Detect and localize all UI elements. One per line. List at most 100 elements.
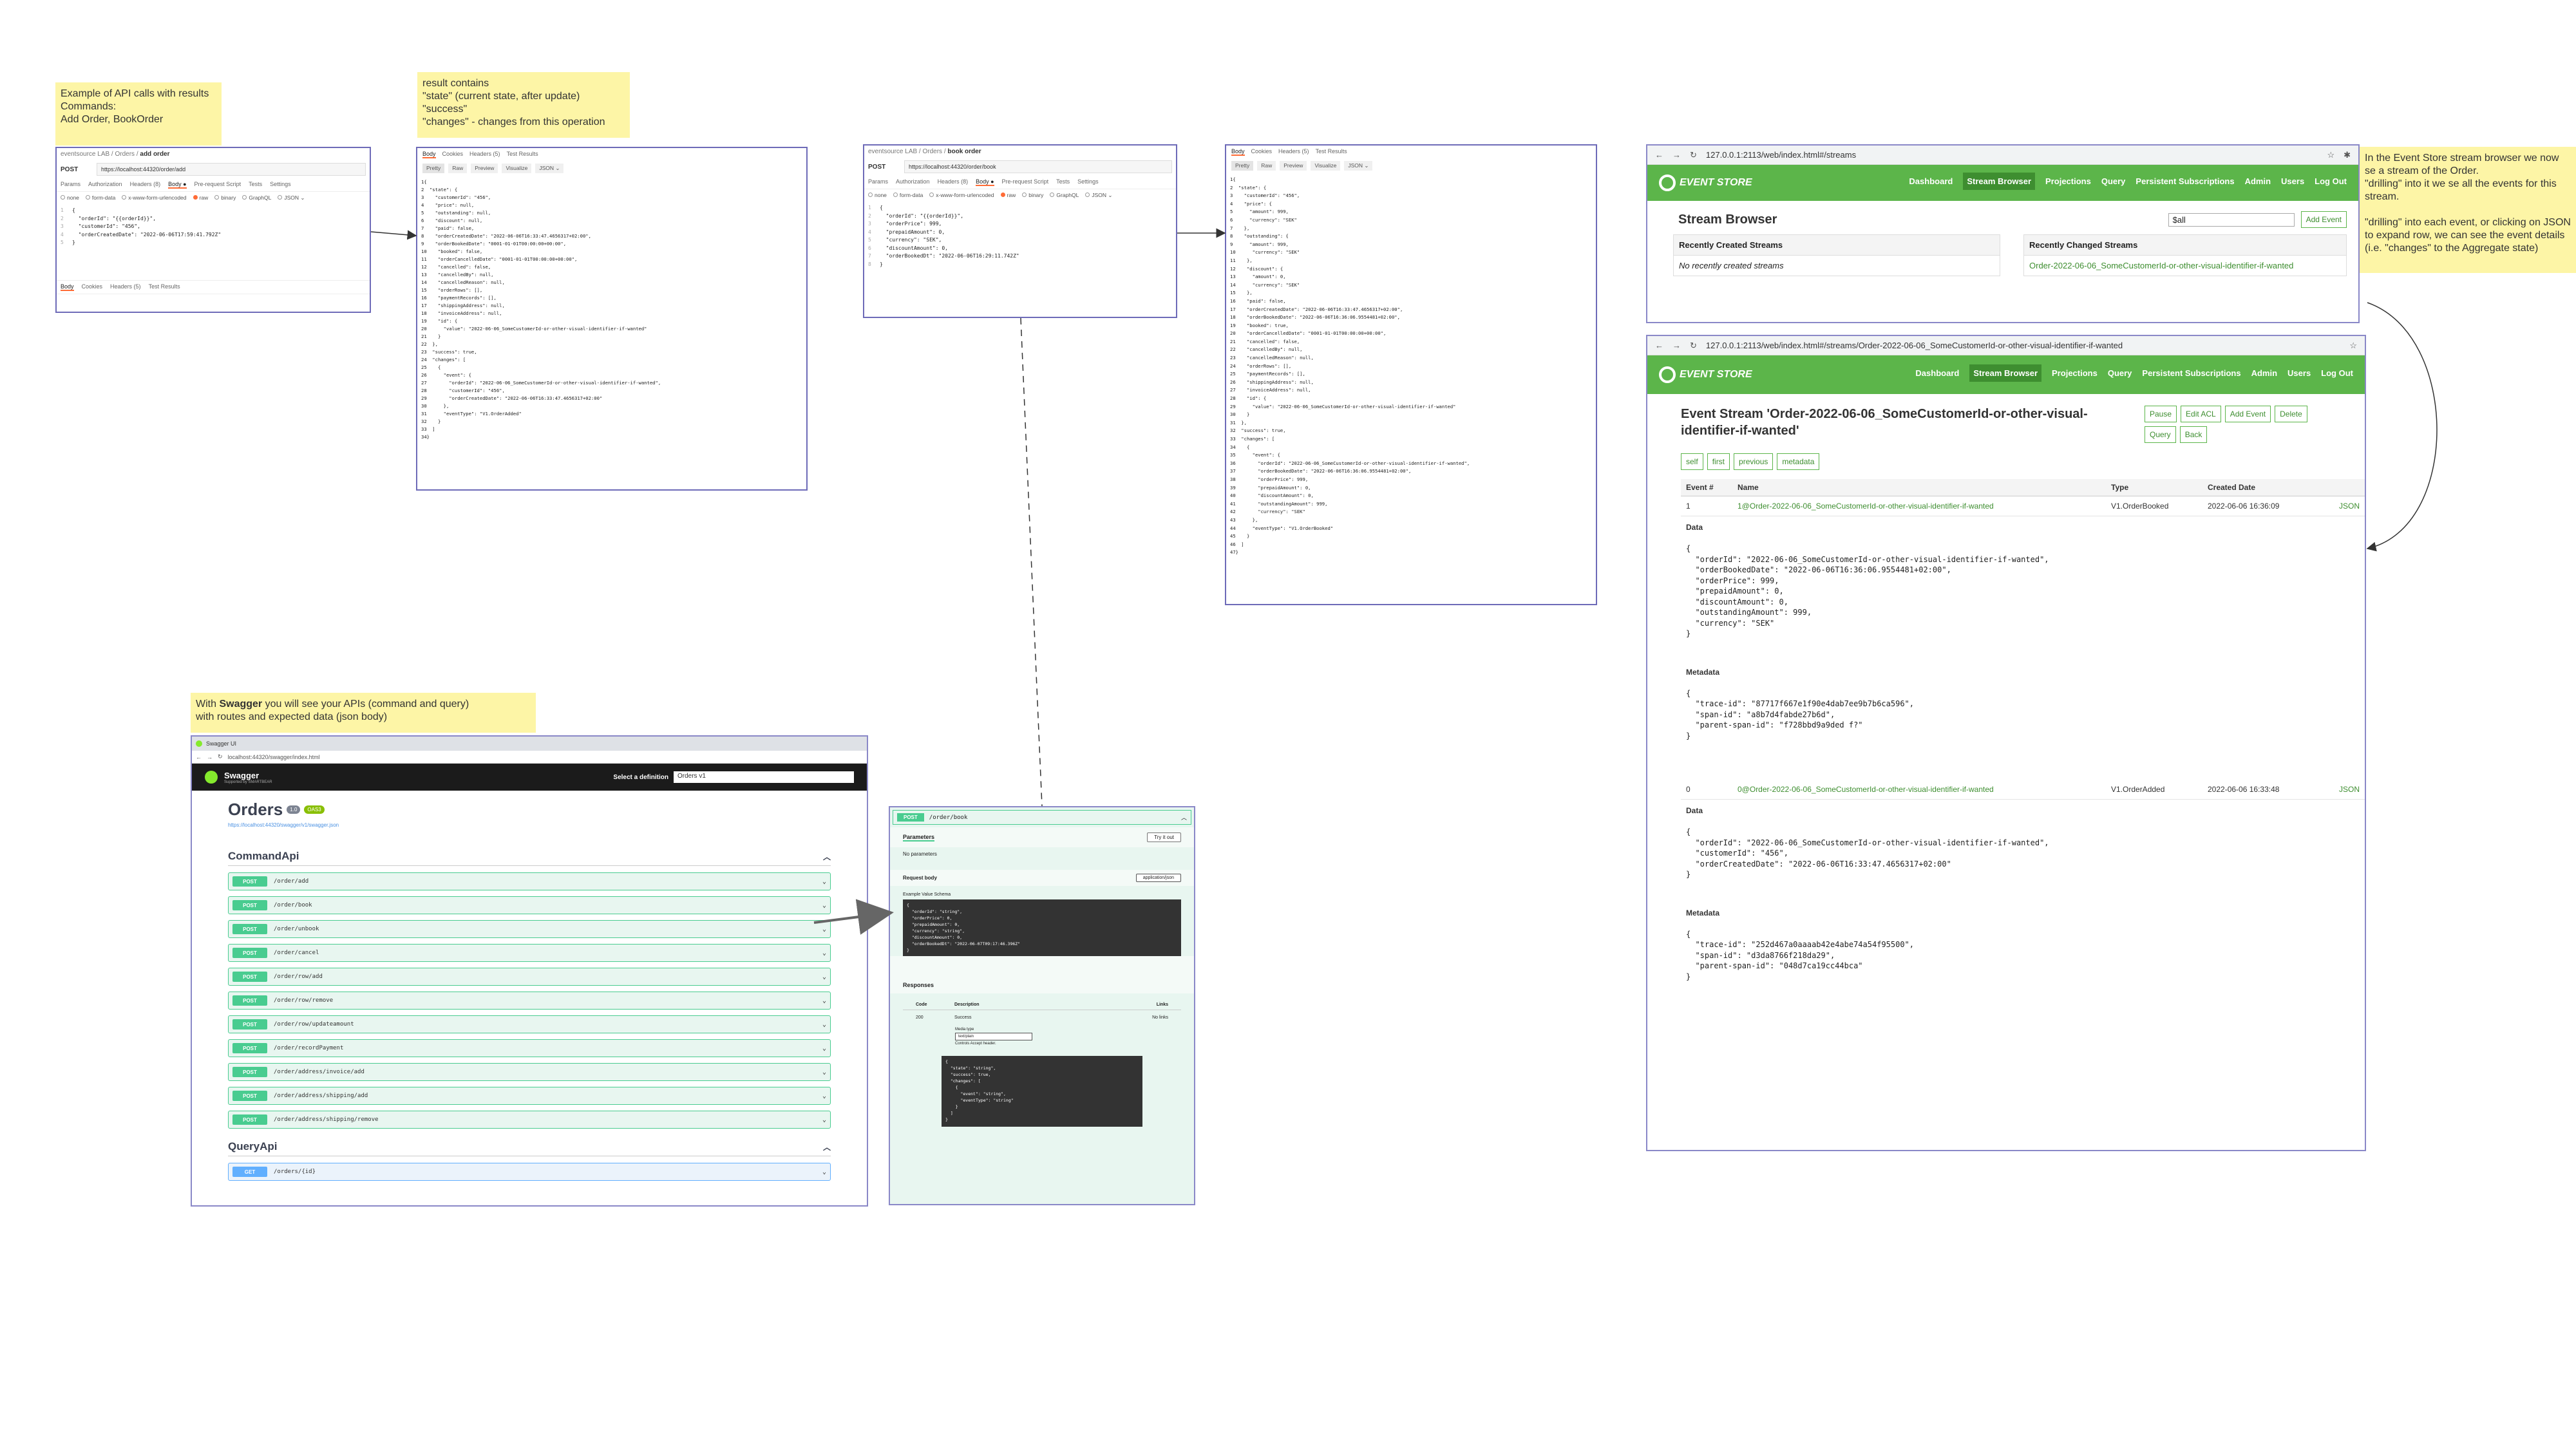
- nav-link[interactable]: Admin: [2251, 368, 2278, 378]
- tab-item[interactable]: Authorization: [88, 181, 122, 187]
- forward-icon[interactable]: →: [207, 753, 213, 760]
- tab-item[interactable]: Body ●: [168, 181, 187, 189]
- nav-link[interactable]: Users: [2281, 176, 2305, 186]
- forward-icon[interactable]: →: [1672, 150, 1681, 160]
- operation-row[interactable]: POST/order/row/add⌄: [228, 968, 831, 986]
- body-type-option[interactable]: none: [868, 192, 887, 199]
- nav-link[interactable]: Persistent Subscriptions: [2142, 368, 2241, 378]
- body-type-option[interactable]: GraphQL: [1050, 192, 1079, 199]
- body-type-option[interactable]: binary: [214, 194, 236, 202]
- operation-row[interactable]: POST/order/cancel⌄: [228, 944, 831, 962]
- try-it-out-button[interactable]: Try it out: [1147, 832, 1181, 842]
- nav-link[interactable]: Query: [2101, 176, 2126, 186]
- back-icon[interactable]: ←: [196, 753, 202, 760]
- body-type-option[interactable]: raw: [1000, 192, 1016, 199]
- nav-link[interactable]: Projections: [2045, 176, 2091, 186]
- view-option[interactable]: Preview: [471, 164, 498, 173]
- stream-action-button[interactable]: Back: [2179, 426, 2208, 443]
- view-option[interactable]: Raw: [1257, 161, 1276, 171]
- tab-item[interactable]: Cookies: [1251, 148, 1273, 155]
- nav-link[interactable]: Log Out: [2315, 176, 2347, 186]
- body-type-option[interactable]: JSON ⌄: [278, 194, 305, 202]
- example-tabs[interactable]: Example Value Schema: [903, 892, 951, 897]
- address-input[interactable]: 127.0.0.1:2113/web/index.html#/streams/O…: [1705, 341, 2123, 350]
- view-option[interactable]: Pretty: [422, 164, 445, 173]
- stream-search-input[interactable]: $all: [2168, 212, 2295, 227]
- tab-item[interactable]: Test Results: [148, 283, 180, 290]
- tab-item[interactable]: Body: [1231, 148, 1245, 156]
- tab-item[interactable]: Pre-request Script: [1001, 178, 1049, 185]
- body-type-option[interactable]: JSON ⌄: [1085, 192, 1113, 199]
- event-json-link[interactable]: JSON: [2338, 785, 2360, 794]
- stream-action-button[interactable]: Pause: [2145, 406, 2177, 422]
- media-type-select[interactable]: text/plain: [955, 1033, 1032, 1040]
- body-type-option[interactable]: x-www-form-urlencoded: [122, 194, 187, 202]
- body-type-option[interactable]: x-www-form-urlencoded: [929, 192, 994, 199]
- url-input[interactable]: https://localhost:44320/order/book: [904, 160, 1172, 173]
- view-option[interactable]: Raw: [448, 164, 468, 173]
- address-input[interactable]: localhost:44320/swagger/index.html: [227, 753, 320, 760]
- body-type-option[interactable]: form-data: [893, 192, 923, 199]
- event-json-link[interactable]: JSON: [2338, 502, 2360, 511]
- nav-link[interactable]: Users: [2287, 368, 2311, 378]
- operation-row[interactable]: POST/order/recordPayment⌄: [228, 1039, 831, 1057]
- tab-item[interactable]: Tests: [249, 181, 263, 187]
- tab-item[interactable]: Body: [422, 151, 436, 158]
- paging-button[interactable]: first: [1707, 453, 1730, 470]
- tab-item[interactable]: Tests: [1056, 178, 1070, 185]
- view-option[interactable]: Preview: [1280, 161, 1307, 171]
- stream-action-button[interactable]: Add Event: [2224, 406, 2271, 422]
- star-icon[interactable]: ☆: [2327, 149, 2335, 160]
- operation-row[interactable]: POST/order/address/invoice/add⌄: [228, 1063, 831, 1081]
- body-type-option[interactable]: binary: [1022, 192, 1043, 199]
- browser-tab-title[interactable]: Swagger UI: [206, 740, 237, 747]
- nav-link[interactable]: Dashboard: [1909, 176, 1953, 186]
- operation-row[interactable]: POST/order/book⌄: [228, 896, 831, 914]
- view-option[interactable]: Visualize: [502, 164, 532, 173]
- forward-icon[interactable]: →: [1672, 341, 1681, 350]
- address-input[interactable]: 127.0.0.1:2113/web/index.html#/streams: [1705, 150, 1857, 160]
- operation-row[interactable]: POST/order/row/remove⌄: [228, 992, 831, 1010]
- nav-link[interactable]: Stream Browser: [1969, 364, 2042, 382]
- method-select[interactable]: POST: [61, 165, 79, 173]
- operation-header[interactable]: POST /order/book ︿: [893, 810, 1191, 825]
- nav-link[interactable]: Dashboard: [1915, 368, 1960, 378]
- reload-icon[interactable]: ↻: [218, 753, 223, 760]
- tab-item[interactable]: Pre-request Script: [194, 181, 242, 187]
- nav-link[interactable]: Projections: [2052, 368, 2098, 378]
- command-section-header[interactable]: CommandApi ︿: [228, 847, 831, 866]
- paging-button[interactable]: metadata: [1777, 453, 1820, 470]
- view-option[interactable]: JSON ⌄: [1344, 161, 1373, 171]
- operation-row[interactable]: POST/order/address/shipping/add⌄: [228, 1087, 831, 1105]
- view-option[interactable]: JSON ⌄: [535, 164, 564, 173]
- tab-item[interactable]: Body ●: [976, 178, 994, 186]
- tab-item[interactable]: Headers (8): [937, 178, 969, 185]
- content-type-select[interactable]: application/json: [1135, 874, 1181, 882]
- view-option[interactable]: Pretty: [1231, 161, 1254, 171]
- nav-link[interactable]: Query: [2107, 368, 2132, 378]
- tab-item[interactable]: Params: [868, 178, 889, 185]
- definition-select[interactable]: Orders v1: [674, 771, 854, 783]
- body-type-option[interactable]: none: [61, 194, 79, 202]
- method-select[interactable]: POST: [868, 163, 886, 171]
- request-body-editor[interactable]: 1{2 "orderId": "{{orderId}}",3 "customer…: [57, 204, 370, 280]
- tab-item[interactable]: Cookies: [442, 151, 464, 157]
- operation-row[interactable]: GET/orders/{id}⌄: [228, 1163, 831, 1181]
- paging-button[interactable]: self: [1681, 453, 1703, 470]
- view-option[interactable]: Visualize: [1311, 161, 1341, 171]
- extensions-icon[interactable]: ✱: [2344, 149, 2351, 160]
- tab-item[interactable]: Body: [61, 283, 74, 291]
- reload-icon[interactable]: ↻: [1690, 340, 1697, 350]
- url-input[interactable]: https://localhost:44320/order/add: [97, 163, 366, 176]
- body-type-option[interactable]: GraphQL: [242, 194, 271, 202]
- back-icon[interactable]: ←: [1655, 341, 1663, 350]
- body-type-option[interactable]: raw: [193, 194, 208, 202]
- operation-row[interactable]: POST/order/add⌄: [228, 872, 831, 890]
- event-name-link[interactable]: 0@Order-2022-06-06_SomeCustomerId-or-oth…: [1738, 785, 1994, 794]
- stream-action-button[interactable]: Edit ACL: [2181, 406, 2221, 422]
- spec-link[interactable]: https://localhost:44320/swagger/v1/swagg…: [228, 822, 339, 828]
- stream-action-button[interactable]: Delete: [2275, 406, 2307, 422]
- event-name-link[interactable]: 1@Order-2022-06-06_SomeCustomerId-or-oth…: [1738, 502, 1994, 511]
- reload-icon[interactable]: ↻: [1690, 149, 1697, 160]
